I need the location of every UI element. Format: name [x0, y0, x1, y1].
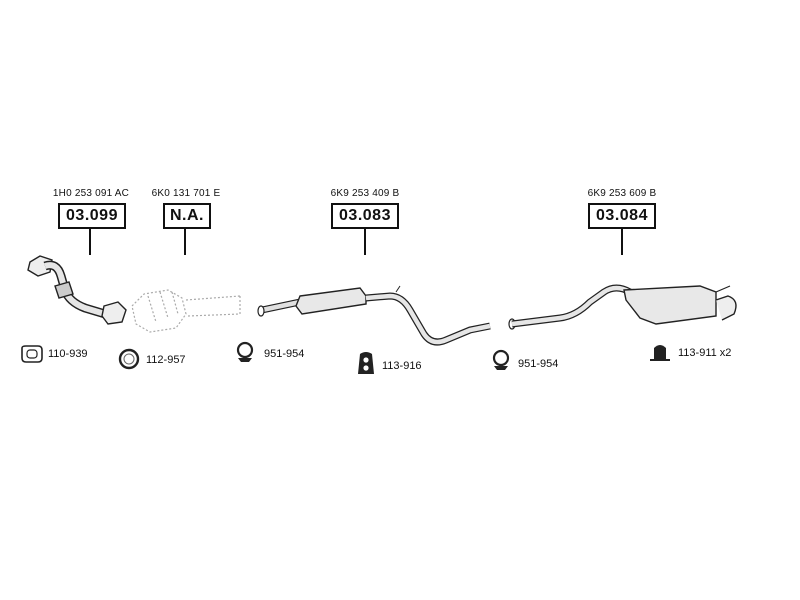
part-ref-box-4[interactable]: 03.084 [588, 203, 656, 229]
middle-silencer-drawing [257, 285, 491, 346]
flange-gasket-icon [21, 345, 43, 363]
accessory-code-2: 112-957 [146, 354, 186, 366]
catalyst-drawing [131, 289, 241, 333]
clamp-icon [236, 341, 254, 362]
leader-line-4 [621, 229, 623, 255]
accessory-code-3: 951-954 [264, 348, 305, 360]
rubber-mount-icon [358, 352, 374, 374]
oem-number-part-1: 1H0 253 091 AC [52, 188, 130, 199]
accessory-code-5: 951-954 [518, 358, 559, 370]
accessory-code-6: 113-911 x2 [678, 347, 732, 359]
front-pipe-drawing [27, 255, 127, 325]
part-ref-box-3[interactable]: 03.083 [331, 203, 399, 229]
hanger-icon [650, 345, 670, 361]
leader-line-3 [364, 229, 366, 255]
part-ref-box-2[interactable]: N.A. [163, 203, 211, 229]
oem-number-part-3: 6K9 253 409 B [330, 188, 400, 199]
part-ref-box-1[interactable]: 03.099 [58, 203, 126, 229]
accessory-code-4: 113-916 [382, 360, 422, 372]
oem-number-part-2: 6K0 131 701 E [151, 188, 221, 199]
accessory-code-1: 110-939 [48, 348, 88, 360]
leader-line-1 [89, 229, 91, 255]
leader-line-2 [184, 229, 186, 255]
clamp-icon [492, 349, 510, 370]
oem-number-part-4: 6K9 253 609 B [587, 188, 657, 199]
ring-gasket-icon [118, 348, 140, 370]
rear-silencer-drawing [508, 284, 737, 330]
